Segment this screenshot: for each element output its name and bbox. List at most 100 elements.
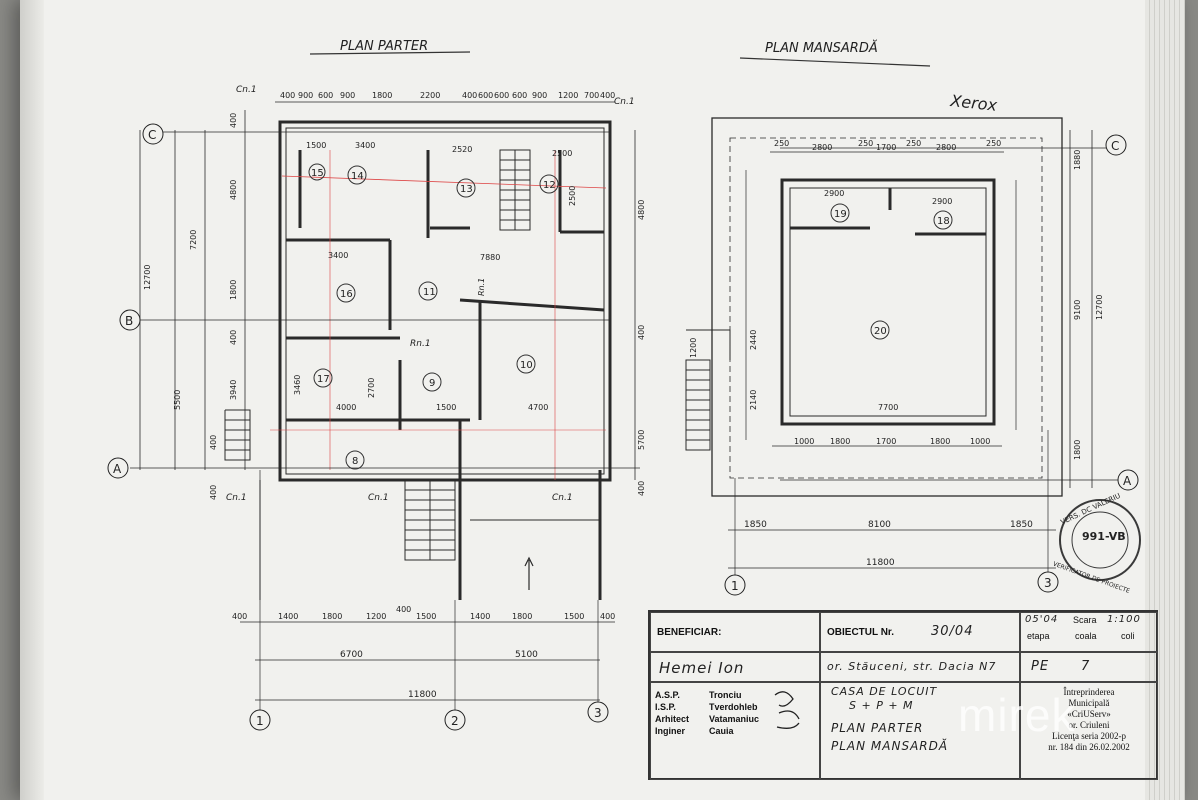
dim-label: 600 <box>512 91 527 100</box>
dim-label: 4800 <box>229 180 238 200</box>
dim-label: 5500 <box>173 390 182 410</box>
dim-label: 11800 <box>408 690 437 700</box>
attic-floor-plan <box>685 117 1120 578</box>
section-mark: Cn.1 <box>368 493 389 503</box>
dim-label: 400 <box>396 605 411 614</box>
dim-label: 1850 <box>744 520 767 530</box>
address-value: or. Stăuceni, str. Dacia N7 <box>827 660 997 673</box>
dim-label: 1000 <box>794 437 814 446</box>
room-number: 10 <box>520 360 533 371</box>
ground-bottom-dimensions: 400 1400 1800 1200 400 1500 1400 1800 15… <box>232 605 615 700</box>
dim-label: 600 <box>478 91 493 100</box>
beneficiar-value-cell: Hemei Ion <box>650 652 820 682</box>
name-vatamaniuc: Vatamaniuc <box>709 714 760 724</box>
dim-label: 2200 <box>420 91 440 100</box>
dim-label: 2900 <box>932 197 952 206</box>
coli-label: coli <box>1121 631 1135 641</box>
object-name-cell: CASA DE LOCUIT S + P + M PLAN PARTER PLA… <box>820 682 1020 780</box>
axis-b-label: B <box>125 314 133 328</box>
dim-label: 900 <box>298 91 313 100</box>
dim-label: 2800 <box>812 143 832 152</box>
sheet-title-1: PLAN PARTER <box>831 721 924 735</box>
dim-label: 3400 <box>355 141 375 150</box>
dim-label: 1400 <box>470 612 490 621</box>
coala-value: 7 <box>1081 659 1091 674</box>
dim-label: 1000 <box>970 437 990 446</box>
object-name-2: S + P + M <box>849 699 914 712</box>
role-isp: I.S.P. <box>655 702 676 712</box>
dim-label: 900 <box>532 91 547 100</box>
room-number: 12 <box>543 180 556 191</box>
attic-dimensions: 250 2800 250 1700 250 2800 250 2900 2900… <box>689 139 1104 568</box>
section-mark: Cn.1 <box>552 493 573 503</box>
axis-1-label: 1 <box>256 714 264 728</box>
dim-label: 600 <box>494 91 509 100</box>
company-line-3: «CriUServ» <box>1067 709 1111 719</box>
dim-label: 1500 <box>564 612 584 621</box>
room-number: 18 <box>937 216 950 227</box>
ground-interior-dimensions: 1500 3400 2520 2500 3400 7880 4000 1500 … <box>293 141 577 412</box>
axis-a-label: A <box>1123 474 1132 488</box>
address-cell: or. Stăuceni, str. Dacia N7 <box>820 652 1020 682</box>
dim-label: 900 <box>340 91 355 100</box>
obiectul-cell: OBIECTUL Nr. 30/04 <box>820 612 1020 652</box>
dim-label: 250 <box>858 139 873 148</box>
name-tronciu: Tronciu <box>709 690 742 700</box>
dim-label: 400 <box>600 612 615 621</box>
scara-label: Scara <box>1073 615 1097 625</box>
dim-label: 1800 <box>229 280 238 300</box>
ground-section-marks: Cn.1 Cn.1 Cn.1 Cn.1 Cn.1 <box>226 85 635 503</box>
beneficiar-label: BENEFICIAR: <box>657 627 722 638</box>
room-number: 16 <box>340 289 353 300</box>
signature-marks <box>774 691 800 729</box>
dim-label: 12700 <box>143 265 152 290</box>
ground-plan-title: PLAN PARTER <box>340 39 428 54</box>
ground-stair-entrance <box>404 479 456 561</box>
beneficiar-cell: BENEFICIAR: <box>650 612 820 652</box>
dim-label: 700 <box>584 91 599 100</box>
dim-label: 4800 <box>637 200 646 220</box>
dim-label: 4700 <box>528 403 548 412</box>
ground-top-dimensions: 400 900 600 900 1800 2200 400 600 600 60… <box>280 91 615 100</box>
dim-label: 1800 <box>512 612 532 621</box>
dim-label: 2900 <box>824 189 844 198</box>
section-mark: Cn.1 <box>614 97 635 107</box>
dim-label: 1400 <box>278 612 298 621</box>
dim-label: 250 <box>774 139 789 148</box>
role-inginer: Inginer <box>655 726 686 736</box>
etapa-value: PE <box>1031 659 1050 674</box>
obiectul-value: 30/04 <box>931 624 974 639</box>
dim-label: 2500 <box>568 186 577 206</box>
dim-label: 7880 <box>480 253 500 262</box>
paper-stack-edge <box>1145 0 1185 800</box>
dim-label: 9100 <box>1073 300 1082 320</box>
dim-label: 400 <box>462 91 477 100</box>
company-line-1: Întreprinderea <box>1063 687 1115 697</box>
section-mark: Cn.1 <box>226 493 247 503</box>
attic-room-numbers: 19 18 20 <box>830 203 953 340</box>
dim-label: 8100 <box>868 520 891 530</box>
axis-2-label: 2 <box>451 714 459 728</box>
sheet-binding-edge <box>20 0 44 800</box>
dim-label: 1500 <box>436 403 456 412</box>
axis-c-label: C <box>1111 139 1119 153</box>
stamp-code: 991-VB <box>1082 530 1126 543</box>
watermark: mirek <box>958 689 1076 741</box>
ground-stair-left <box>224 409 251 461</box>
note-label: Rn.1 <box>410 339 431 349</box>
stamp-line-2: VERIFICATOR DE PROIECTE <box>1052 561 1131 595</box>
axis-a-label: A <box>113 462 122 476</box>
dim-label: 400 <box>229 113 238 128</box>
beneficiar-value: Hemei Ion <box>659 659 745 677</box>
dim-label: 1850 <box>1010 520 1033 530</box>
object-name-1: CASA DE LOCUIT <box>831 685 938 698</box>
dim-label: 6700 <box>340 650 363 660</box>
etapa-cell: PE 7 <box>1020 652 1158 682</box>
dim-label: 600 <box>318 91 333 100</box>
dim-label: 4000 <box>336 403 356 412</box>
dim-label: 11800 <box>866 558 895 568</box>
room-number: 11 <box>423 287 436 298</box>
attic-stair <box>685 329 731 451</box>
dim-label: 400 <box>232 612 247 621</box>
